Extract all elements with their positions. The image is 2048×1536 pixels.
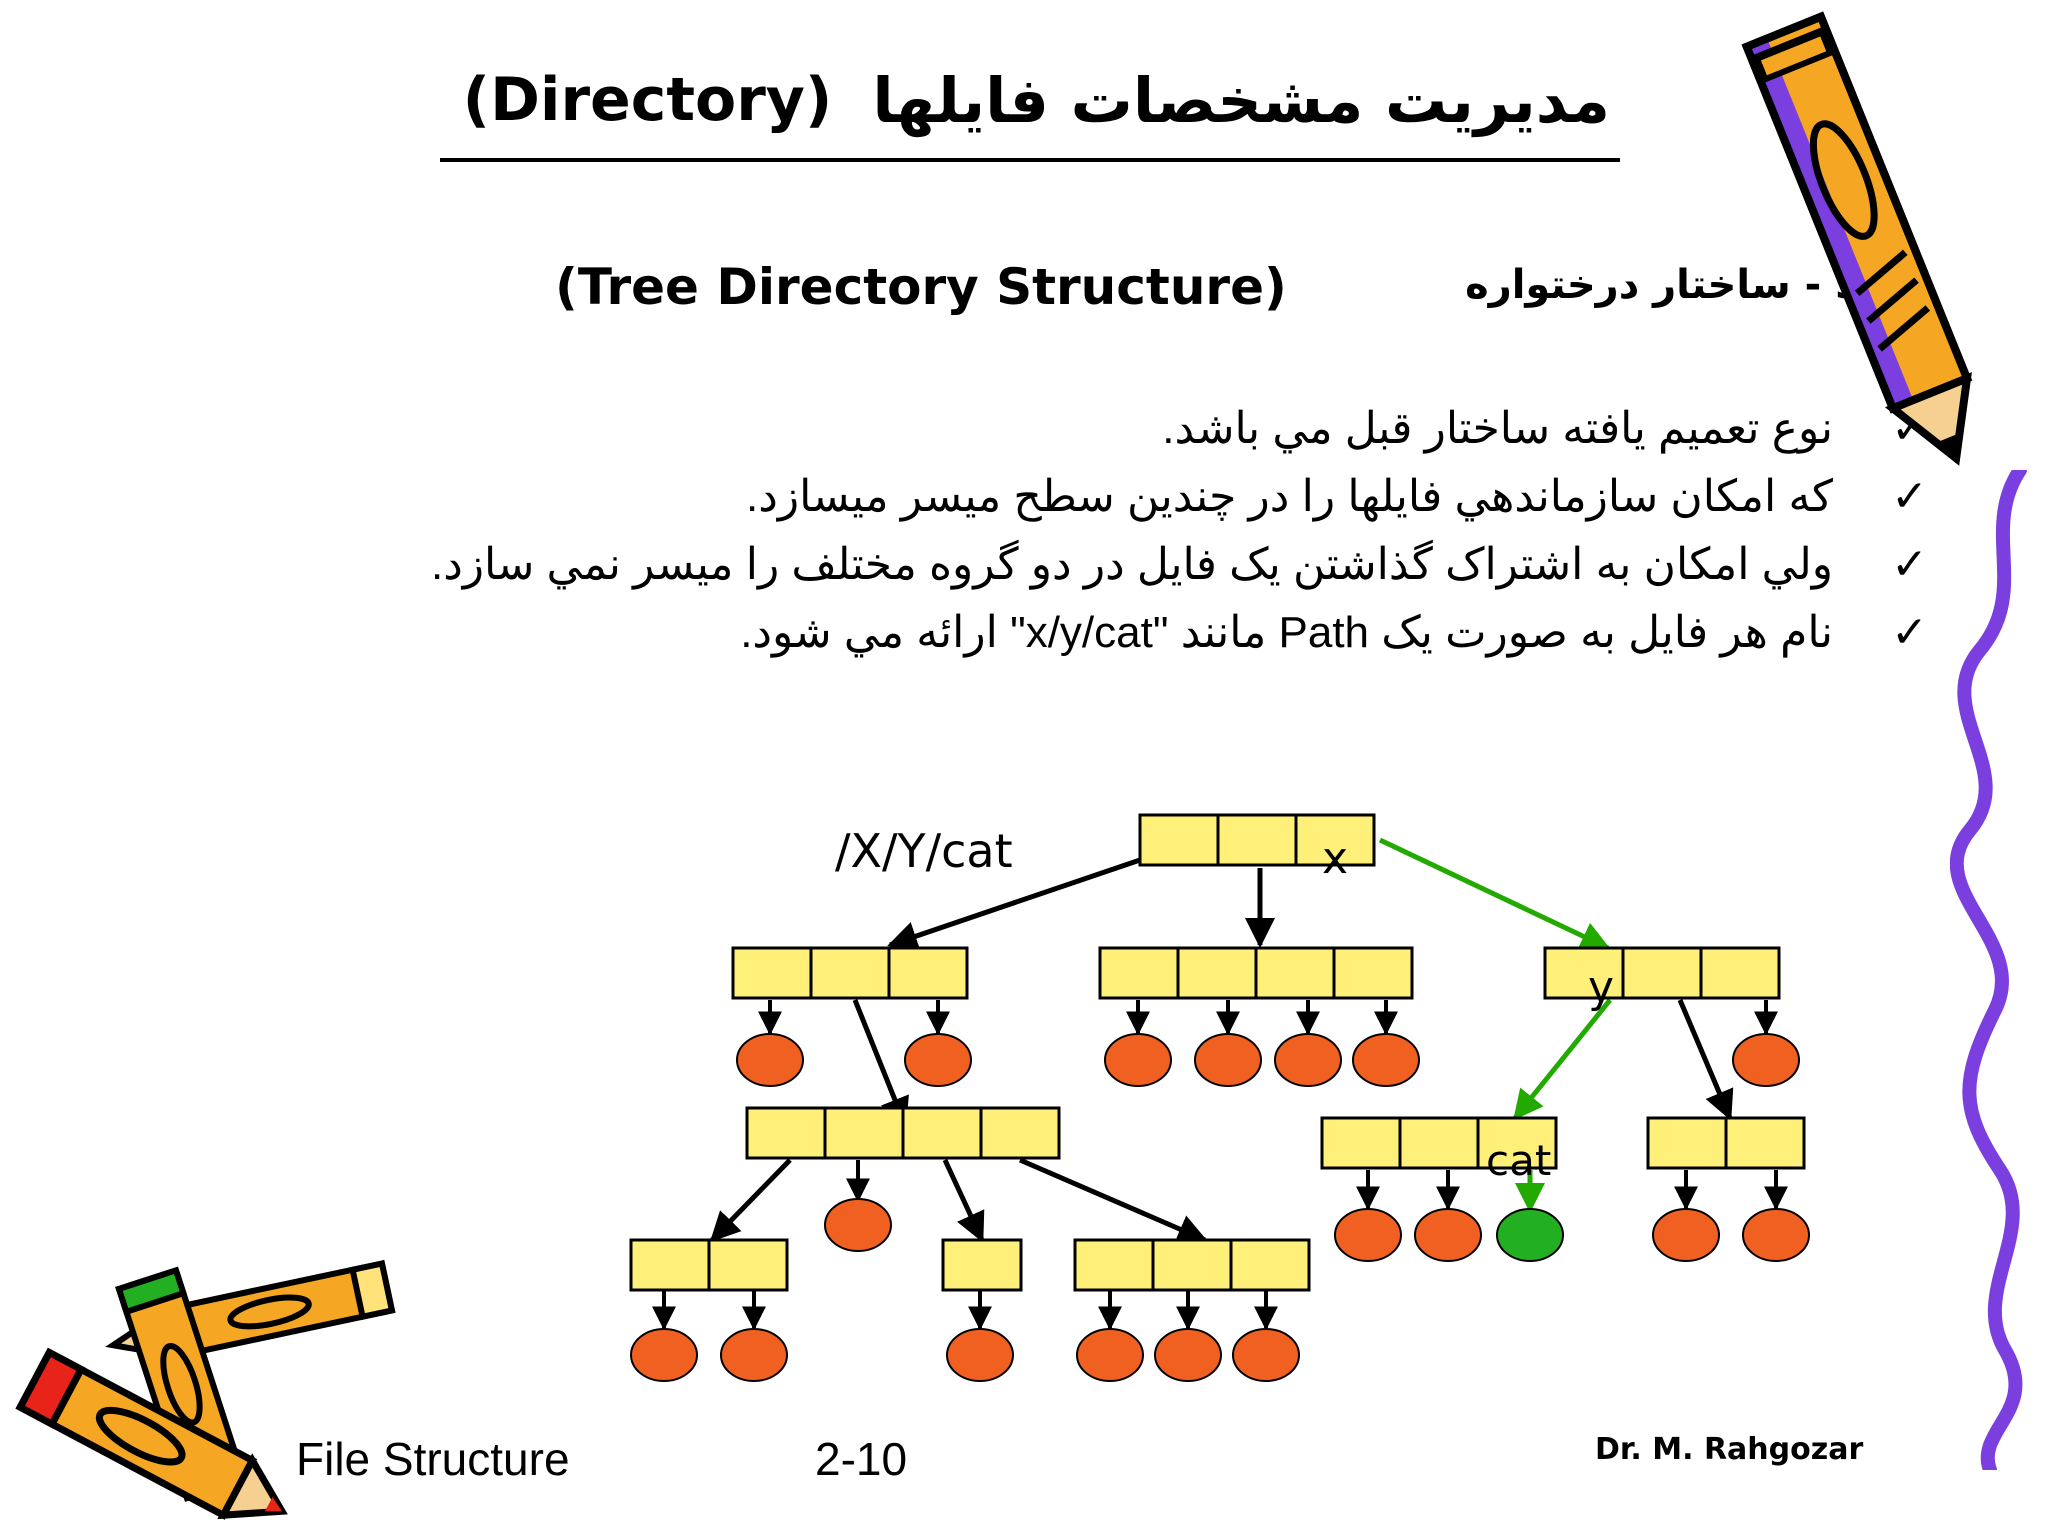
- footer-author: Dr. M. Rahgozar: [1595, 1432, 1864, 1467]
- edge-x-to-y: [1378, 837, 1611, 951]
- title-english: (Directory): [462, 65, 833, 135]
- bullet-text: كه امكان سازماندهي فايلها را در چندين سط…: [746, 472, 1833, 521]
- bullet-item: ✓ كه امكان سازماندهي فايلها را در چندين …: [233, 463, 1928, 531]
- check-icon: ✓: [1891, 471, 1928, 522]
- file-node: [1732, 1033, 1800, 1087]
- directory-middle: [1098, 946, 1414, 1000]
- pencils-bottom-left-icon: [15, 1259, 396, 1520]
- directory-bottom-right: [1073, 1238, 1311, 1292]
- tree-diagram: /X/Y/cat x y cat: [629, 813, 1810, 1382]
- edge-y-to-cat-dir: [1513, 998, 1612, 1121]
- decorative-wave-line: [1950, 470, 2027, 1470]
- file-arrows: [652, 1000, 1788, 1331]
- file-node: [1232, 1328, 1300, 1382]
- file-node: [824, 1198, 892, 1252]
- edge-left-to-sub: [852, 999, 909, 1128]
- file-node: [630, 1328, 698, 1382]
- file-nodes: [630, 1033, 1810, 1382]
- file-node: [736, 1033, 804, 1087]
- bullet-item: ✓ ولي امكان به اشتراک گذاشتن يک فايل در …: [233, 531, 1928, 599]
- check-icon: ✓: [1891, 607, 1928, 658]
- file-node: [904, 1033, 972, 1087]
- file-node: [720, 1328, 788, 1382]
- bullet-item: ✓ نوع تعميم يافته ساختار قبل مي باشد.: [233, 395, 1928, 463]
- file-node: [1274, 1033, 1342, 1087]
- file-node: [1154, 1328, 1222, 1382]
- file-node: [1414, 1208, 1482, 1262]
- edge-sub-to-left: [709, 1158, 792, 1243]
- file-node: [1334, 1208, 1402, 1262]
- directory-blocks: [629, 813, 1806, 1292]
- edge-right-to-small: [1677, 999, 1734, 1121]
- file-node: [1352, 1033, 1420, 1087]
- directory-cat-parent: [1320, 1116, 1558, 1170]
- file-node: [1194, 1033, 1262, 1087]
- file-node: [946, 1328, 1014, 1382]
- pencil-top-right-icon: [1741, 11, 1973, 466]
- highlight-path-edges: [1378, 837, 1612, 1213]
- footer-slide-number: 2-10: [815, 1433, 908, 1485]
- highlighted-file-node: [1496, 1208, 1564, 1262]
- directory-left: [731, 946, 969, 1000]
- root-cell-label: x: [1322, 833, 1348, 884]
- file-node: [1076, 1328, 1144, 1382]
- bullet-text: نام هر فايل به صورت يک Path مانند "x/y/c…: [740, 608, 1833, 657]
- tree-edges: [709, 857, 1734, 1244]
- title-persian: مديريت مشخصات فايلها: [872, 63, 1610, 137]
- file-node: [1742, 1208, 1810, 1262]
- edge-root-to-left: [887, 857, 1141, 951]
- bullet-text: نوع تعميم يافته ساختار قبل مي باشد.: [1162, 404, 1833, 453]
- file-cell-label: cat: [1486, 1136, 1551, 1185]
- bullet-item: ✓ نام هر فايل به صورت يک Path مانند "x/y…: [233, 599, 1928, 667]
- subdir-cell-label: y: [1588, 962, 1614, 1013]
- subheading-english: (Tree Directory Structure): [555, 258, 1287, 316]
- bullet-list: ✓ نوع تعميم يافته ساختار قبل مي باشد. ✓ …: [233, 395, 1928, 667]
- directory-bottom-single: [941, 1238, 1023, 1292]
- directory-sub: [745, 1106, 1061, 1160]
- path-label: /X/Y/cat: [835, 824, 1013, 878]
- file-node: [1104, 1033, 1172, 1087]
- footer-course-title: File Structure: [296, 1433, 570, 1485]
- bullet-text: ولي امكان به اشتراک گذاشتن يک فايل در دو…: [430, 540, 1833, 589]
- file-node: [1652, 1208, 1720, 1262]
- directory-small-right: [1646, 1116, 1806, 1170]
- edge-sub-to-single: [942, 1158, 985, 1243]
- directory-y: [1543, 946, 1781, 1000]
- slide-title: مديريت مشخصات فايلها (Directory): [440, 42, 1620, 162]
- directory-root: [1138, 813, 1376, 867]
- check-icon: ✓: [1891, 539, 1928, 590]
- edge-sub-to-right: [1019, 1157, 1208, 1244]
- directory-bottom-left: [629, 1238, 789, 1292]
